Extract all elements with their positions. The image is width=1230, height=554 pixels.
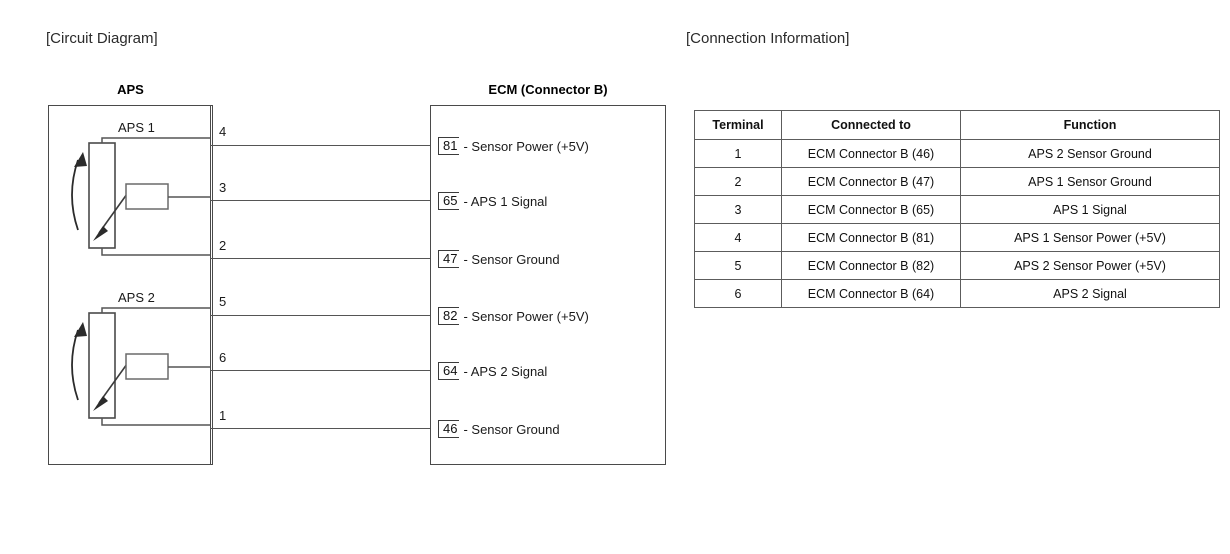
ecm-connector-box: [430, 105, 666, 465]
aps-pin-number-5: 5: [219, 294, 227, 309]
table-row: 4 ECM Connector B (81) APS 1 Sensor Powe…: [694, 223, 1220, 252]
ecm-terminal-47: 47 - Sensor Ground: [438, 250, 560, 268]
table-row: 5 ECM Connector B (82) APS 2 Sensor Powe…: [694, 251, 1220, 280]
cell-connected-to: ECM Connector B (65): [781, 195, 961, 224]
aps2-label: APS 2: [118, 290, 155, 305]
ecm-terminal-label-81: - Sensor Power (+5V): [463, 138, 589, 154]
ecm-terminal-81: 81 - Sensor Power (+5V): [438, 137, 589, 155]
column-header-terminal: Terminal: [694, 110, 782, 140]
table-row: 2 ECM Connector B (47) APS 1 Sensor Grou…: [694, 167, 1220, 196]
ecm-pin-number-65: 65: [438, 192, 460, 210]
connection-information-table: Terminal Connected to Function 1 ECM Con…: [694, 110, 1220, 308]
ecm-box-caption: ECM (Connector B): [488, 82, 608, 97]
aps-box-caption: APS: [117, 82, 144, 97]
circuit-diagram-title: [Circuit Diagram]: [46, 30, 158, 47]
cell-terminal: 4: [694, 223, 782, 252]
wire-pin2-to-47: [210, 258, 440, 259]
cell-connected-to: ECM Connector B (82): [781, 251, 961, 280]
ecm-terminal-label-64: - APS 2 Signal: [463, 363, 548, 379]
ecm-pin-number-81: 81: [438, 137, 460, 155]
ecm-terminal-label-82: - Sensor Power (+5V): [463, 308, 589, 324]
column-header-function: Function: [960, 110, 1220, 140]
cell-terminal: 3: [694, 195, 782, 224]
aps-pin-number-3: 3: [219, 180, 227, 195]
cell-function: APS 2 Signal: [960, 279, 1220, 308]
cell-terminal: 1: [694, 139, 782, 168]
table-row: 6 ECM Connector B (64) APS 2 Signal: [694, 279, 1220, 308]
ecm-terminal-label-65: - APS 1 Signal: [463, 193, 548, 209]
ecm-terminal-46: 46 - Sensor Ground: [438, 420, 560, 438]
cell-function: APS 2 Sensor Ground: [960, 139, 1220, 168]
cell-function: APS 1 Sensor Power (+5V): [960, 223, 1220, 252]
ecm-terminal-64: 64 - APS 2 Signal: [438, 362, 547, 380]
ecm-terminal-82: 82 - Sensor Power (+5V): [438, 307, 589, 325]
aps-pin-number-4: 4: [219, 124, 227, 139]
ecm-pin-number-64: 64: [438, 362, 460, 380]
cell-terminal: 5: [694, 251, 782, 280]
aps2-potentiometer-symbol: [71, 307, 210, 426]
aps-pin-number-2: 2: [219, 238, 227, 253]
aps-terminal-divider: [210, 105, 211, 465]
ecm-terminal-label-47: - Sensor Ground: [463, 251, 560, 267]
aps1-label: APS 1: [118, 120, 155, 135]
cell-function: APS 2 Sensor Power (+5V): [960, 251, 1220, 280]
ecm-terminal-65: 65 - APS 1 Signal: [438, 192, 547, 210]
wire-pin1-to-46: [210, 428, 440, 429]
aps-pin-number-6: 6: [219, 350, 227, 365]
cell-terminal: 2: [694, 167, 782, 196]
table-row: 3 ECM Connector B (65) APS 1 Signal: [694, 195, 1220, 224]
wire-pin6-to-64: [210, 370, 440, 371]
cell-connected-to: ECM Connector B (64): [781, 279, 961, 308]
aps1-potentiometer-symbol: [71, 137, 210, 256]
wire-pin4-to-81: [210, 145, 440, 146]
cell-connected-to: ECM Connector B (81): [781, 223, 961, 252]
table-header-row: Terminal Connected to Function: [694, 110, 1220, 140]
connection-information-title: [Connection Information]: [686, 30, 850, 47]
cell-function: APS 1 Signal: [960, 195, 1220, 224]
cell-function: APS 1 Sensor Ground: [960, 167, 1220, 196]
wire-pin3-to-65: [210, 200, 440, 201]
ecm-pin-number-47: 47: [438, 250, 460, 268]
wire-pin5-to-82: [210, 315, 440, 316]
column-header-connected-to: Connected to: [781, 110, 961, 140]
aps-pin-number-1: 1: [219, 408, 227, 423]
ecm-pin-number-82: 82: [438, 307, 460, 325]
ecm-pin-number-46: 46: [438, 420, 460, 438]
cell-connected-to: ECM Connector B (47): [781, 167, 961, 196]
table-row: 1 ECM Connector B (46) APS 2 Sensor Grou…: [694, 139, 1220, 168]
cell-terminal: 6: [694, 279, 782, 308]
ecm-terminal-label-46: - Sensor Ground: [463, 421, 560, 437]
cell-connected-to: ECM Connector B (46): [781, 139, 961, 168]
